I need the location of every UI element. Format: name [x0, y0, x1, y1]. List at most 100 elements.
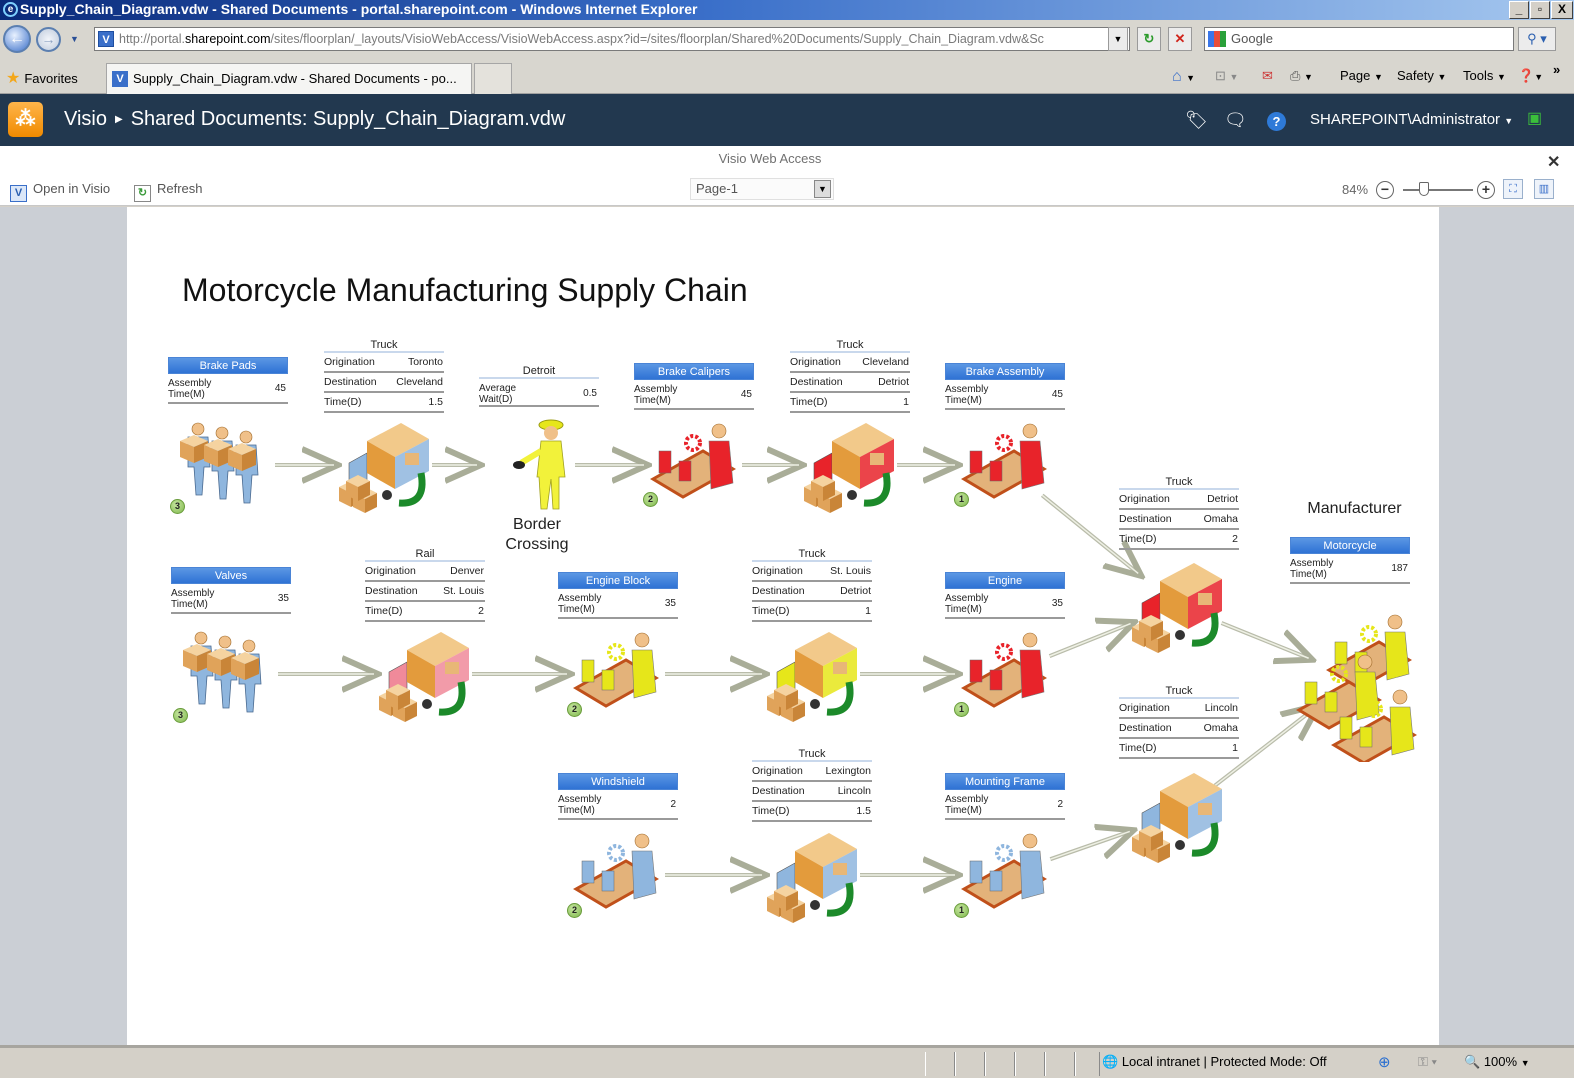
details-pane-icon[interactable]: ▥: [1534, 179, 1554, 199]
zoom-slider[interactable]: [1403, 182, 1473, 196]
search-button[interactable]: ⚲ ▾: [1518, 27, 1556, 51]
protected-mode-icon[interactable]: ⊕: [1378, 1054, 1391, 1071]
minimize-button[interactable]: _: [1509, 1, 1529, 19]
node-name: Valves: [171, 567, 291, 584]
tools-menu[interactable]: Tools ▼: [1463, 68, 1506, 83]
refresh-icon: ↻: [134, 185, 151, 202]
truck-icon[interactable]: [329, 415, 439, 515]
node-field-row: Assembly Time(M)45: [634, 380, 754, 410]
border-officer-icon[interactable]: [507, 417, 577, 517]
print-icon[interactable]: ⎙ ▼: [1290, 68, 1313, 83]
node-field-value: 2: [1057, 799, 1063, 810]
more-commands-icon[interactable]: »: [1553, 62, 1561, 77]
transport-destination-label: Destination: [752, 785, 805, 797]
node-field-label: Assembly Time(M): [945, 593, 989, 615]
assembly-line-icon[interactable]: [950, 624, 1060, 724]
close-window-button[interactable]: X: [1551, 1, 1573, 19]
transport-time-value: 2: [1232, 533, 1238, 545]
assembly-line-icon[interactable]: [950, 825, 1060, 925]
stop-icon[interactable]: ✕: [1168, 27, 1192, 51]
rail-car-icon[interactable]: [369, 624, 479, 724]
user-menu[interactable]: SHAREPOINT\Administrator ▼: [1310, 111, 1514, 128]
back-button[interactable]: ←: [3, 25, 31, 53]
transport-time-value: 1: [865, 605, 871, 617]
forward-button[interactable]: →: [36, 27, 61, 52]
truck-icon[interactable]: [757, 825, 867, 925]
fit-to-window-icon[interactable]: ⛶: [1503, 179, 1523, 199]
breadcrumb-visio[interactable]: Visio: [64, 108, 107, 130]
truck-icon[interactable]: [1122, 765, 1232, 865]
transport-time-row: Time(D)1.5: [752, 802, 872, 822]
assembly-line-icon[interactable]: [562, 825, 672, 925]
help-menu-icon[interactable]: ❓▼: [1518, 68, 1544, 83]
node-field-row: Assembly Time(M)35: [945, 589, 1065, 619]
search-input[interactable]: Google: [1204, 27, 1514, 51]
help-icon[interactable]: ?: [1267, 112, 1286, 131]
address-dropdown-button[interactable]: ▼: [1108, 27, 1128, 51]
close-web-part-button[interactable]: ✕: [1547, 154, 1561, 171]
favorites-button[interactable]: ★Favorites: [6, 70, 78, 87]
security-zone[interactable]: 🌐 Local intranet | Protected Mode: Off: [1102, 1054, 1327, 1069]
chevron-down-icon[interactable]: ▼: [814, 180, 831, 198]
assembly-line-icon[interactable]: [639, 415, 749, 515]
page-status-icon[interactable]: ▣: [1527, 110, 1543, 127]
transport-destination-label: Destination: [1119, 513, 1172, 525]
tag-icon[interactable]: 🏷: [1185, 110, 1208, 130]
workers-icon[interactable]: [175, 624, 285, 724]
assembly-line-icon[interactable]: [562, 624, 672, 724]
refresh-page-icon[interactable]: ↻: [1137, 27, 1161, 51]
workers-icon[interactable]: [172, 415, 282, 515]
zoom-in-button[interactable]: +: [1477, 181, 1495, 199]
node-field-value: 45: [1051, 389, 1063, 400]
page-menu[interactable]: Page ▼: [1340, 68, 1383, 83]
page-zoom[interactable]: 🔍 100% ▼: [1464, 1054, 1530, 1069]
address-bar[interactable]: V http://portal.sharepoint.com/sites/flo…: [94, 27, 1130, 51]
transport-mode: Truck: [324, 339, 444, 353]
site-logo-icon[interactable]: ⁂: [8, 102, 43, 137]
popup-blocker-icon[interactable]: ⚿ ▾: [1418, 1054, 1437, 1069]
refresh-button[interactable]: ↻Refresh: [134, 181, 203, 202]
truck-icon[interactable]: [1122, 555, 1232, 655]
safety-menu[interactable]: Safety ▼: [1397, 68, 1447, 83]
mail-icon[interactable]: ✉: [1262, 68, 1273, 83]
history-dropdown-icon[interactable]: ▼: [70, 34, 79, 44]
drawing-canvas[interactable]: Motorcycle Manufacturing Supply Chain Bo…: [127, 207, 1439, 1045]
zoom-slider-thumb[interactable]: [1419, 182, 1430, 196]
feeds-icon[interactable]: ⊡ ▼: [1215, 68, 1239, 83]
home-icon[interactable]: ⌂ ▼: [1172, 68, 1196, 85]
factory-icon[interactable]: [1285, 592, 1425, 762]
node-field-label: Assembly Time(M): [945, 794, 989, 816]
node-field-value: 45: [274, 383, 286, 394]
assembly-line-icon[interactable]: [950, 415, 1060, 515]
browser-tab[interactable]: V Supply_Chain_Diagram.vdw - Shared Docu…: [106, 63, 472, 94]
zoom-out-button[interactable]: −: [1376, 181, 1394, 199]
notes-icon[interactable]: 🗨: [1224, 110, 1247, 130]
node-field-label: Assembly Time(M): [558, 794, 602, 816]
truck-icon[interactable]: [794, 415, 904, 515]
node-field-label: Assembly Time(M): [168, 378, 212, 400]
page-selector[interactable]: Page-1 ▼: [690, 178, 834, 200]
transport-destination-label: Destination: [1119, 722, 1172, 734]
restore-button[interactable]: ▫: [1530, 1, 1550, 19]
node-name: Windshield: [558, 773, 678, 790]
truck-icon[interactable]: [757, 624, 867, 724]
new-tab-button[interactable]: [474, 63, 512, 94]
